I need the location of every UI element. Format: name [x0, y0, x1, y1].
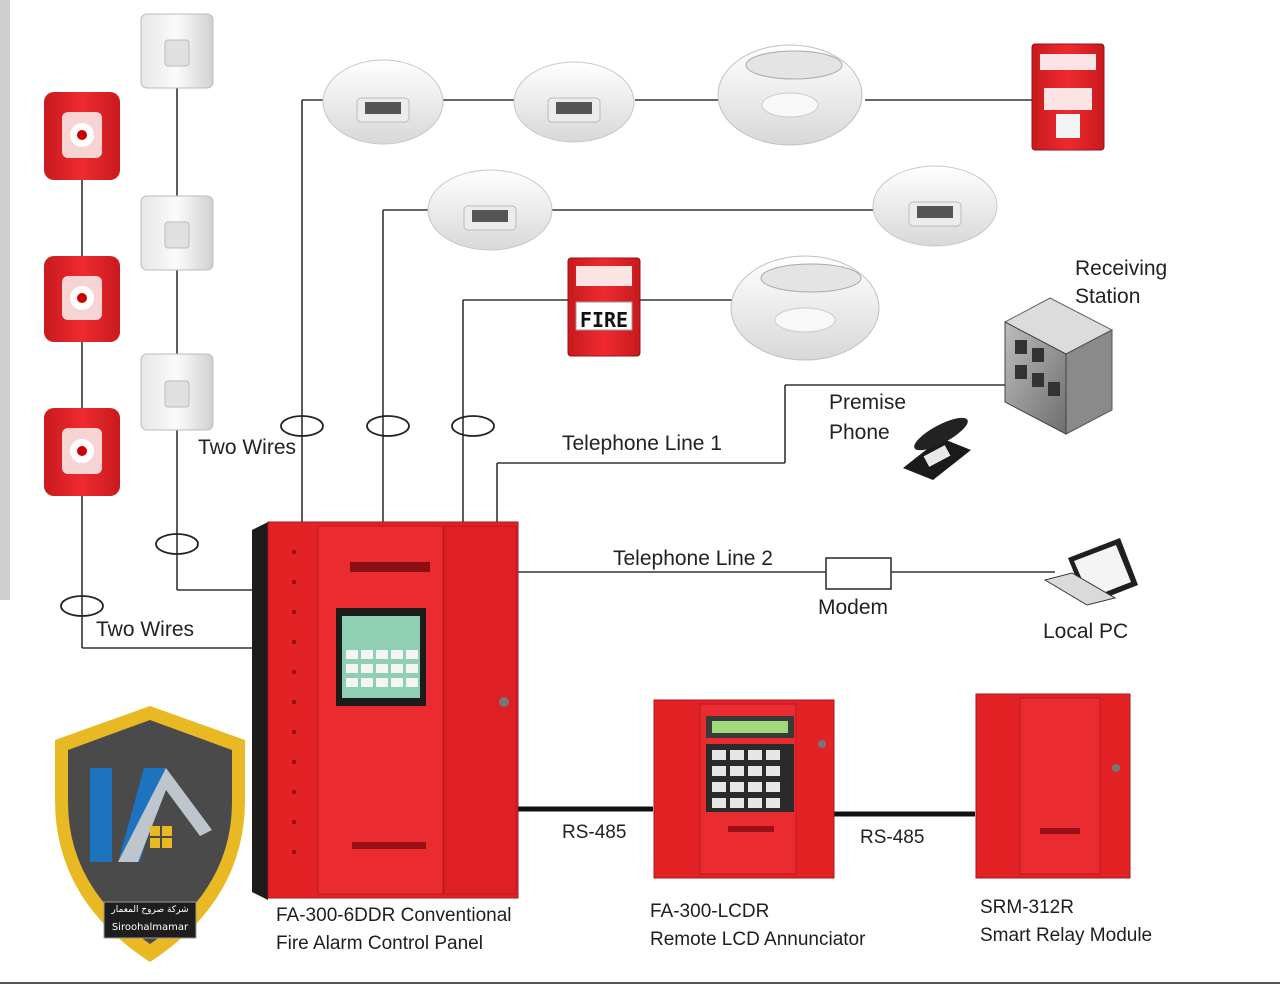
label-telephone-line-1: Telephone Line 1: [562, 432, 722, 455]
bottom-rule: [0, 982, 1280, 984]
label-modem: Modem: [818, 596, 889, 619]
label-two-wires-bottom: Two Wires: [96, 618, 195, 641]
logo-arabic-name: شركة صروح المعمار: [111, 905, 189, 915]
label-receiving: Receiving: [1075, 257, 1168, 280]
pull-station-fire: [567, 257, 641, 357]
smoke-detector-4: [872, 165, 998, 247]
horn-2: [140, 195, 214, 271]
horn-1: [140, 13, 214, 89]
pull-station-fire-text: FIRE: [580, 308, 628, 332]
fire-alarm-control-panel: [252, 521, 519, 900]
strobe-2: [44, 256, 120, 342]
premise-phone-icon: [903, 417, 971, 480]
smart-relay-module: [975, 693, 1131, 879]
remote-lcd-annunciator: [653, 699, 835, 879]
caption-control-panel-model: FA-300-6DDR Conventional: [276, 905, 512, 926]
horn-3: [140, 353, 214, 431]
label-phone: Phone: [829, 421, 890, 444]
label-local-pc: Local PC: [1043, 620, 1129, 643]
strobe-3: [44, 408, 120, 496]
label-telephone-line-2: Telephone Line 2: [613, 547, 773, 570]
laptop-icon: [1043, 538, 1138, 606]
logo-latin-name: Siroohalmamar: [111, 922, 189, 933]
left-edge-bar: [0, 0, 10, 600]
strobe-1: [44, 92, 120, 180]
heat-detector-1: [717, 44, 863, 146]
company-logo: [55, 706, 245, 962]
smoke-detector-1: [322, 59, 444, 145]
caption-annunciator-name: Remote LCD Annunciator: [650, 929, 866, 950]
modem-box: [825, 557, 892, 590]
smoke-detector-2: [513, 61, 635, 143]
caption-annunciator-model: FA-300-LCDR: [650, 901, 770, 922]
wire-pair-markers: [60, 415, 495, 617]
label-rs485-right: RS-485: [860, 827, 925, 848]
label-two-wires-top: Two Wires: [198, 436, 297, 459]
heat-detector-2: [730, 255, 880, 361]
receiving-station-cabinet: [1003, 297, 1114, 435]
caption-relay-module-model: SRM-312R: [980, 897, 1074, 918]
label-station: Station: [1075, 285, 1141, 308]
wiring: [81, 85, 1055, 649]
smoke-detector-3: [427, 169, 553, 251]
caption-control-panel-name: Fire Alarm Control Panel: [276, 933, 483, 954]
label-rs485-left: RS-485: [562, 822, 627, 843]
caption-relay-module-name: Smart Relay Module: [980, 925, 1153, 946]
pull-station-top: [1031, 43, 1105, 151]
label-premise: Premise: [829, 391, 907, 414]
